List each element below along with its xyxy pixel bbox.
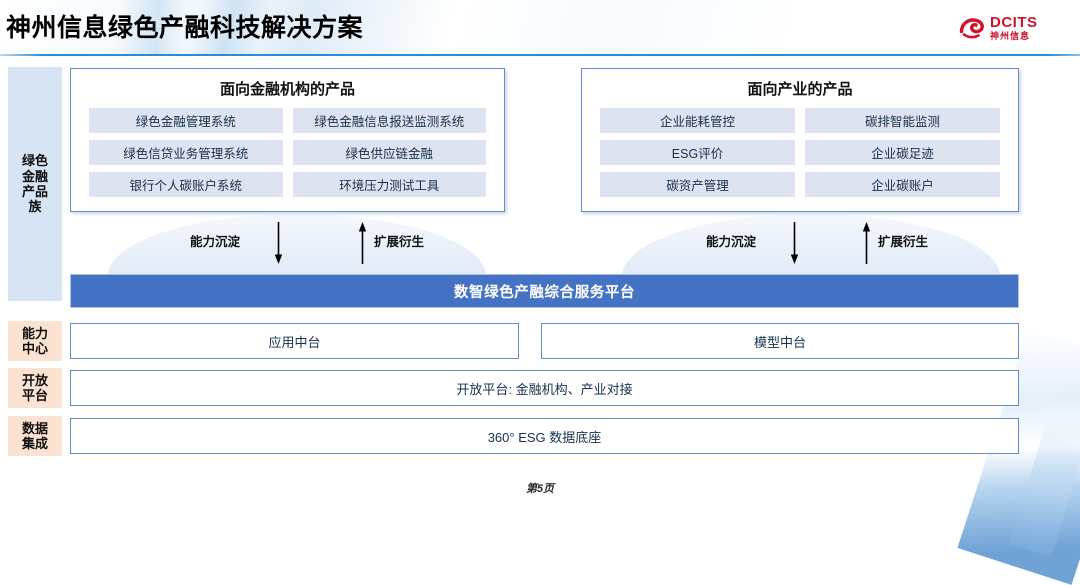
product-group-financial-institutions: 面向金融机构的产品 绿色金融管理系统 绿色金融信息报送监测系统 绿色信贷业务管理… <box>70 68 505 212</box>
product-item[interactable]: 企业能耗管控 <box>600 108 795 133</box>
dcits-logo: DCITS 神州信息 <box>958 9 1070 47</box>
product-group-industry: 面向产业的产品 企业能耗管控 碳排智能监测 ESG评价 企业碳足迹 碳资产管理 … <box>581 68 1019 212</box>
product-item[interactable]: 环境压力测试工具 <box>292 172 486 197</box>
logo-text-cn: 神州信息 <box>990 31 1031 41</box>
layer-label-open-platform: 开放平台: 金融机构、产业对接 <box>456 381 633 397</box>
corner-decoration-secondary <box>1009 400 1080 558</box>
corner-decoration <box>957 329 1080 585</box>
sidebar-item-open-platform[interactable]: 开放 平台 <box>8 368 62 408</box>
flow-label-extension-derivation-left: 扩展衍生 <box>374 235 425 249</box>
product-item[interactable]: 绿色供应链金融 <box>292 140 486 165</box>
arch-decoration-right <box>622 214 1000 276</box>
sidebar-item-green-finance-family[interactable]: 绿色 金融 产品 族 <box>8 67 62 301</box>
layer-label-app-middle-platform: 应用中台 <box>268 334 321 350</box>
flow-label-extension-derivation-right: 扩展衍生 <box>878 235 929 249</box>
layer-box-app-middle-platform[interactable]: 应用中台 <box>70 323 519 359</box>
product-item[interactable]: 企业碳足迹 <box>805 140 1000 165</box>
layer-box-open-platform[interactable]: 开放平台: 金融机构、产业对接 <box>70 370 1019 406</box>
product-item[interactable]: 绿色金融信息报送监测系统 <box>292 108 486 133</box>
product-item[interactable]: 企业碳账户 <box>805 172 1000 197</box>
product-grid-industry: 企业能耗管控 碳排智能监测 ESG评价 企业碳足迹 碳资产管理 企业碳账户 <box>582 99 1018 197</box>
arrow-down-icon-right <box>790 222 799 264</box>
product-group-title-financial: 面向金融机构的产品 <box>219 81 355 98</box>
product-group-title-industry: 面向产业的产品 <box>747 81 853 98</box>
flow-label-capability-precipitation-left: 能力沉淀 <box>190 235 241 249</box>
sidebar-label-capability-center: 能力 中心 <box>21 325 48 356</box>
product-item[interactable]: 绿色金融管理系统 <box>89 108 283 133</box>
arch-decoration-left <box>108 214 486 276</box>
layer-label-data-base: 360° ESG 数据底座 <box>487 429 602 445</box>
dcits-swoosh-icon <box>958 14 986 42</box>
slide-header: 神州信息绿色产融科技解决方案 DCITS 神州信息 <box>0 0 1080 56</box>
arrow-down-icon-left <box>274 222 283 264</box>
logo-text-en: DCITS <box>990 14 1038 31</box>
product-item[interactable]: ESG评价 <box>600 140 795 165</box>
platform-bar[interactable]: 数智绿色产融综合服务平台 <box>70 274 1019 308</box>
sidebar-label-open-platform: 开放 平台 <box>21 372 48 403</box>
sidebar-label-green-finance-family: 绿色 金融 产品 族 <box>21 153 48 215</box>
layer-label-model-middle-platform: 模型中台 <box>753 334 806 350</box>
layer-box-model-middle-platform[interactable]: 模型中台 <box>541 323 1019 359</box>
sidebar-item-capability-center[interactable]: 能力 中心 <box>8 321 62 361</box>
page-title: 神州信息绿色产融科技解决方案 <box>6 14 364 42</box>
platform-bar-label: 数智绿色产融综合服务平台 <box>453 284 636 301</box>
product-grid-financial: 绿色金融管理系统 绿色金融信息报送监测系统 绿色信贷业务管理系统 绿色供应链金融… <box>71 99 504 197</box>
arrow-up-icon-right <box>862 222 871 264</box>
product-item[interactable]: 绿色信贷业务管理系统 <box>89 140 283 165</box>
layer-box-data-base[interactable]: 360° ESG 数据底座 <box>70 418 1019 454</box>
slide-body: 绿色 金融 产品 族 能力 中心 开放 平台 数据 集成 面向金融机构的产品 绿… <box>0 56 1080 585</box>
product-item[interactable]: 碳排智能监测 <box>805 108 1000 133</box>
sidebar-item-data-integration[interactable]: 数据 集成 <box>8 416 62 456</box>
sidebar-label-data-integration: 数据 集成 <box>21 420 48 451</box>
product-item[interactable]: 碳资产管理 <box>600 172 795 197</box>
arrow-up-icon-left <box>358 222 367 264</box>
page-number: 第5页 <box>525 483 555 495</box>
flow-label-capability-precipitation-right: 能力沉淀 <box>706 235 757 249</box>
product-item[interactable]: 银行个人碳账户系统 <box>89 172 283 197</box>
header-divider <box>0 54 1080 56</box>
